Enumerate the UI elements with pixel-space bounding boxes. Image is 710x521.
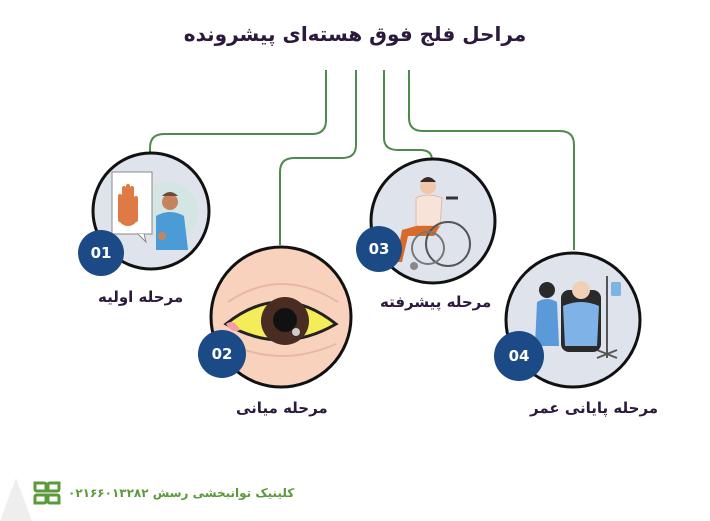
- stage-2-label: مرحله میانی: [236, 399, 328, 417]
- footer-text: کلینیک توانبخشی رسش ۰۲۱۶۶۰۱۳۲۸۲: [68, 486, 295, 500]
- connector-line-stage-1: [149, 70, 327, 152]
- stage-3-circle: [369, 157, 497, 285]
- stage-2-badge: 02: [198, 330, 246, 378]
- footer: کلینیک توانبخشی رسش ۰۲۱۶۶۰۱۳۲۸۲: [32, 480, 294, 506]
- man-with-tremor-hand-icon: [111, 171, 188, 250]
- stage-3-badge: 03: [356, 226, 402, 272]
- stage-4-label: مرحله پایانی عمر: [530, 399, 659, 417]
- stage-3-label: مرحله پیشرفته: [380, 293, 492, 311]
- connector-line-stage-4: [408, 70, 575, 250]
- man-in-wheelchair-icon: [396, 177, 471, 270]
- connector-line-stage-3: [383, 70, 433, 161]
- stage-4-badge: 04: [494, 331, 544, 381]
- page-title: مراحل فلج فوق هسته‌ای پیشرونده: [183, 22, 527, 46]
- stage-1-badge: 01: [78, 230, 124, 276]
- patient-with-iv-drip-icon: [535, 276, 621, 359]
- stage-2-circle: [209, 245, 353, 389]
- stage-1-label: مرحله اولیه: [98, 288, 184, 306]
- clinic-logo-icon: [33, 481, 61, 505]
- yellow-eye-icon: [223, 283, 339, 357]
- connector-line-stage-2: [279, 70, 357, 245]
- corner-decoration: [0, 478, 32, 521]
- stage-1-circle: [91, 151, 211, 271]
